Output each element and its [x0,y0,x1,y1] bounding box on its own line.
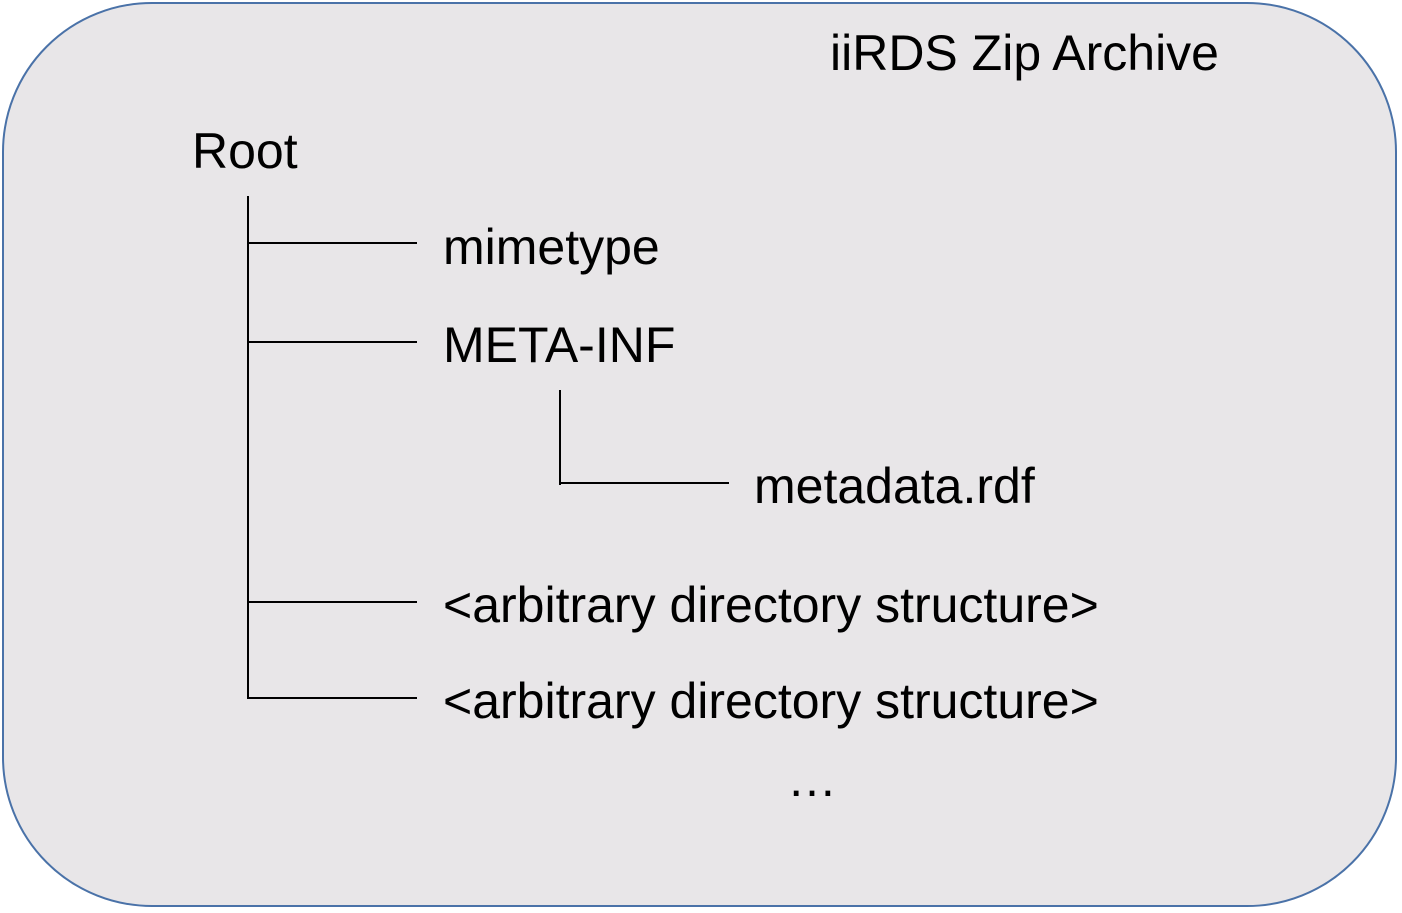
node-arbitrary-directory-2: <arbitrary directory structure> [443,673,1099,729]
node-mimetype: mimetype [443,219,660,275]
archive-title: iiRDS Zip Archive [830,25,1219,81]
branch-line-meta-inf [247,341,417,343]
root-node-label: Root [192,123,298,179]
meta-inf-trunk-line [559,390,561,485]
branch-line-arbitrary-2 [247,697,417,699]
branch-line-metadata-rdf [559,482,729,484]
branch-line-arbitrary-1 [247,601,417,603]
node-arbitrary-directory-1: <arbitrary directory structure> [443,577,1099,633]
branch-line-mimetype [247,242,417,244]
root-trunk-line [247,196,249,699]
node-meta-inf: META-INF [443,317,676,373]
continuation-ellipsis: … [787,751,837,807]
node-metadata-rdf: metadata.rdf [754,458,1035,514]
